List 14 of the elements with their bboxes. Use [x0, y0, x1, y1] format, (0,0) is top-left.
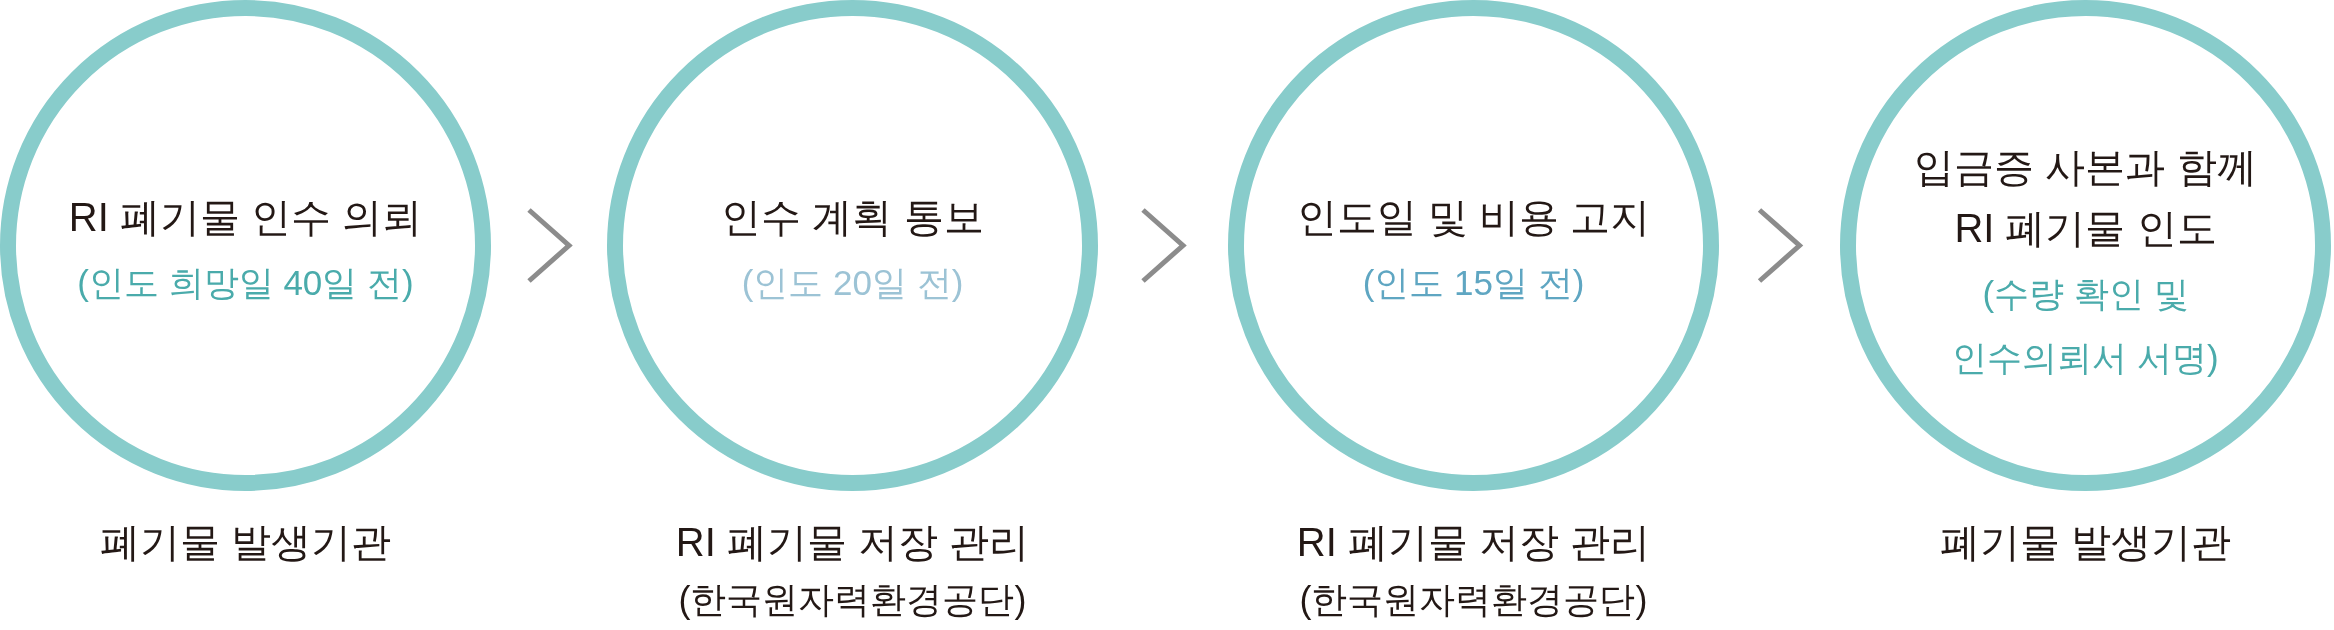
actor-label: 폐기물 발생기관 — [1939, 519, 2232, 566]
step-title: 입금증 사본과 함께 RI 폐기물 인도 — [1913, 144, 2258, 252]
step-note: (인도 20일 전) — [741, 261, 964, 304]
actor-label: (한국원자력환경공단) — [1299, 578, 1648, 622]
step-note: (수량 확인 및 인수의뢰서 서명) — [1951, 273, 2220, 379]
step-note: (인도 15일 전) — [1362, 261, 1585, 304]
actor-label: (한국원자력환경공단) — [678, 578, 1027, 622]
step-note: (인도 희망일 40일 전) — [77, 261, 414, 304]
actor-label: RI 폐기물 저장 관리 — [675, 519, 1030, 566]
actor-label: 폐기물 발생기관 — [99, 519, 392, 566]
step-title: 인수 계획 통보 — [721, 193, 984, 241]
step-title: RI 폐기물 인수 의뢰 — [68, 193, 423, 241]
step-title: 인도일 및 비용 고지 — [1296, 193, 1651, 241]
actor-label: RI 폐기물 저장 관리 — [1296, 519, 1651, 566]
